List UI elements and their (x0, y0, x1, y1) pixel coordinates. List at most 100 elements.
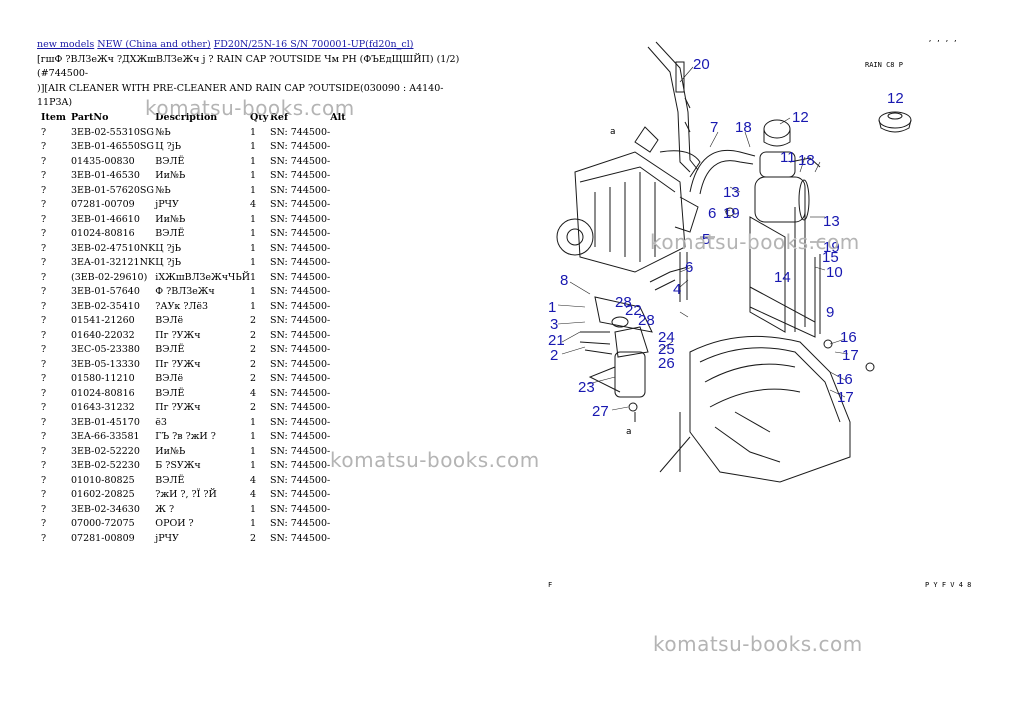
cell-ref: SN: 744500- (270, 387, 331, 399)
cell-alt (330, 198, 345, 213)
cell-partno: 01010-80825 (71, 474, 135, 486)
cell-partno: 07281-00709 (71, 199, 135, 210)
watermark: komatsu-books.com (145, 96, 355, 120)
cell-item: ? (41, 315, 47, 326)
cell-qty: 2 (250, 315, 257, 326)
cell-description: iХЖшВЛЗеЖчЧЬЙ (155, 271, 251, 283)
cell-item: ? (41, 518, 47, 529)
footer-right-label: P Y F V 4 8 (925, 581, 971, 589)
cell-ref: SN: 744500- (270, 228, 331, 239)
cell-ref: SN: 744500- (270, 271, 331, 283)
cell-item: ? (41, 489, 47, 500)
cell-description: Ии№Ь (155, 213, 186, 225)
callout-19b: 19 (823, 239, 840, 256)
diagram-header-label: RAIN C8 P (865, 61, 903, 69)
cell-item: ? (41, 373, 47, 384)
cell-item: ? (41, 213, 47, 225)
frame-pipe (647, 41, 699, 173)
cell-alt (330, 155, 345, 170)
col-header-alt: Alt (330, 111, 346, 123)
cell-alt (330, 517, 345, 532)
cell-qty: 4 (250, 489, 257, 500)
cell-item: ? (41, 300, 47, 312)
breadcrumb-new-models[interactable]: new models (37, 39, 95, 50)
cell-ref: SN: 744500- (270, 416, 331, 428)
cell-item: ? (41, 228, 47, 239)
breadcrumb-model[interactable]: FD20N/25N-16 S/N 700001-UP(fd20n_cl) (213, 39, 414, 50)
cell-qty: 1 (250, 518, 257, 529)
cell-item: ? (41, 242, 47, 254)
cell-qty: 1 (250, 286, 257, 297)
cell-item: ? (41, 445, 47, 457)
cell-alt (330, 242, 345, 257)
cell-partno: 3EB-01-45170 (71, 416, 140, 428)
cell-description: Пг ?УЖч (155, 329, 201, 341)
title-line-2: )][AIR CLEANER WITH PRE-CLEANER AND RAIN… (37, 82, 444, 109)
watermark: komatsu-books.com (330, 448, 540, 472)
cell-ref: SN: 744500- (270, 431, 331, 442)
cell-qty: 1 (250, 300, 257, 312)
cell-item: ? (41, 141, 47, 152)
cell-ref: SN: 744500- (270, 199, 331, 210)
col-header-item: Item (41, 111, 66, 123)
cell-partno: 07281-00809 (71, 532, 135, 544)
cell-partno: 01541-21260 (71, 315, 135, 326)
cell-description: №Ь (155, 126, 171, 138)
cell-qty: 4 (250, 387, 257, 399)
callout-25: 25 (658, 341, 675, 358)
cell-qty: 1 (250, 460, 257, 471)
cell-alt (330, 372, 345, 387)
cell-item: ? (41, 358, 47, 370)
cell-partno: 3EA-66-33581 (71, 431, 140, 442)
cell-ref: SN: 744500- (270, 126, 331, 138)
cell-qty: 2 (250, 402, 257, 413)
cell-partno: 3EB-01-46550SG (71, 141, 154, 152)
cell-alt (330, 532, 345, 547)
cell-qty: 1 (250, 257, 257, 268)
callout-13: 13 (723, 184, 740, 201)
cell-qty: 1 (250, 242, 257, 254)
cell-alt (330, 416, 345, 431)
table-header-row: Item PartNo Description Qty Ref Alt (37, 111, 346, 126)
cell-qty: 4 (250, 199, 257, 210)
cell-qty: 1 (250, 271, 257, 283)
callout-23: 23 (578, 379, 595, 396)
cell-ref: SN: 744500- (270, 402, 331, 413)
cell-ref: SN: 744500- (270, 358, 331, 370)
cell-description: ГЪ ?в ?жИ ? (155, 431, 216, 442)
callout-13b: 13 (823, 213, 840, 230)
cell-item: ? (41, 329, 47, 341)
cell-item: ? (41, 431, 47, 442)
cell-alt (330, 256, 345, 271)
breadcrumb: new models NEW (China and other) FD20N/2… (37, 38, 467, 53)
cell-qty: 1 (250, 228, 257, 239)
cell-item: ? (41, 387, 47, 399)
callout-15: 15 (822, 249, 839, 266)
callout-16b: 16 (836, 371, 853, 388)
cell-ref: SN: 744500- (270, 184, 331, 196)
cell-description: ВЭЛЁ (155, 387, 185, 399)
cell-alt (330, 430, 345, 445)
cell-partno: 01024-80816 (71, 228, 135, 239)
cell-alt (330, 343, 345, 358)
callout-20: 20 (693, 56, 710, 73)
cell-partno: 3EB-05-13330 (71, 358, 140, 370)
cell-partno: 3EB-02-35410 (71, 300, 140, 312)
cell-qty: 2 (250, 532, 257, 544)
col-header-partno: PartNo (71, 111, 109, 123)
cell-description: ВЭЛЁ (155, 344, 185, 355)
cell-ref: SN: 744500- (270, 300, 331, 312)
breadcrumb-new-china[interactable]: NEW (China and other) (97, 39, 211, 50)
cell-ref: SN: 744500- (270, 373, 331, 384)
cell-partno: 3EC-05-23380 (71, 344, 140, 355)
